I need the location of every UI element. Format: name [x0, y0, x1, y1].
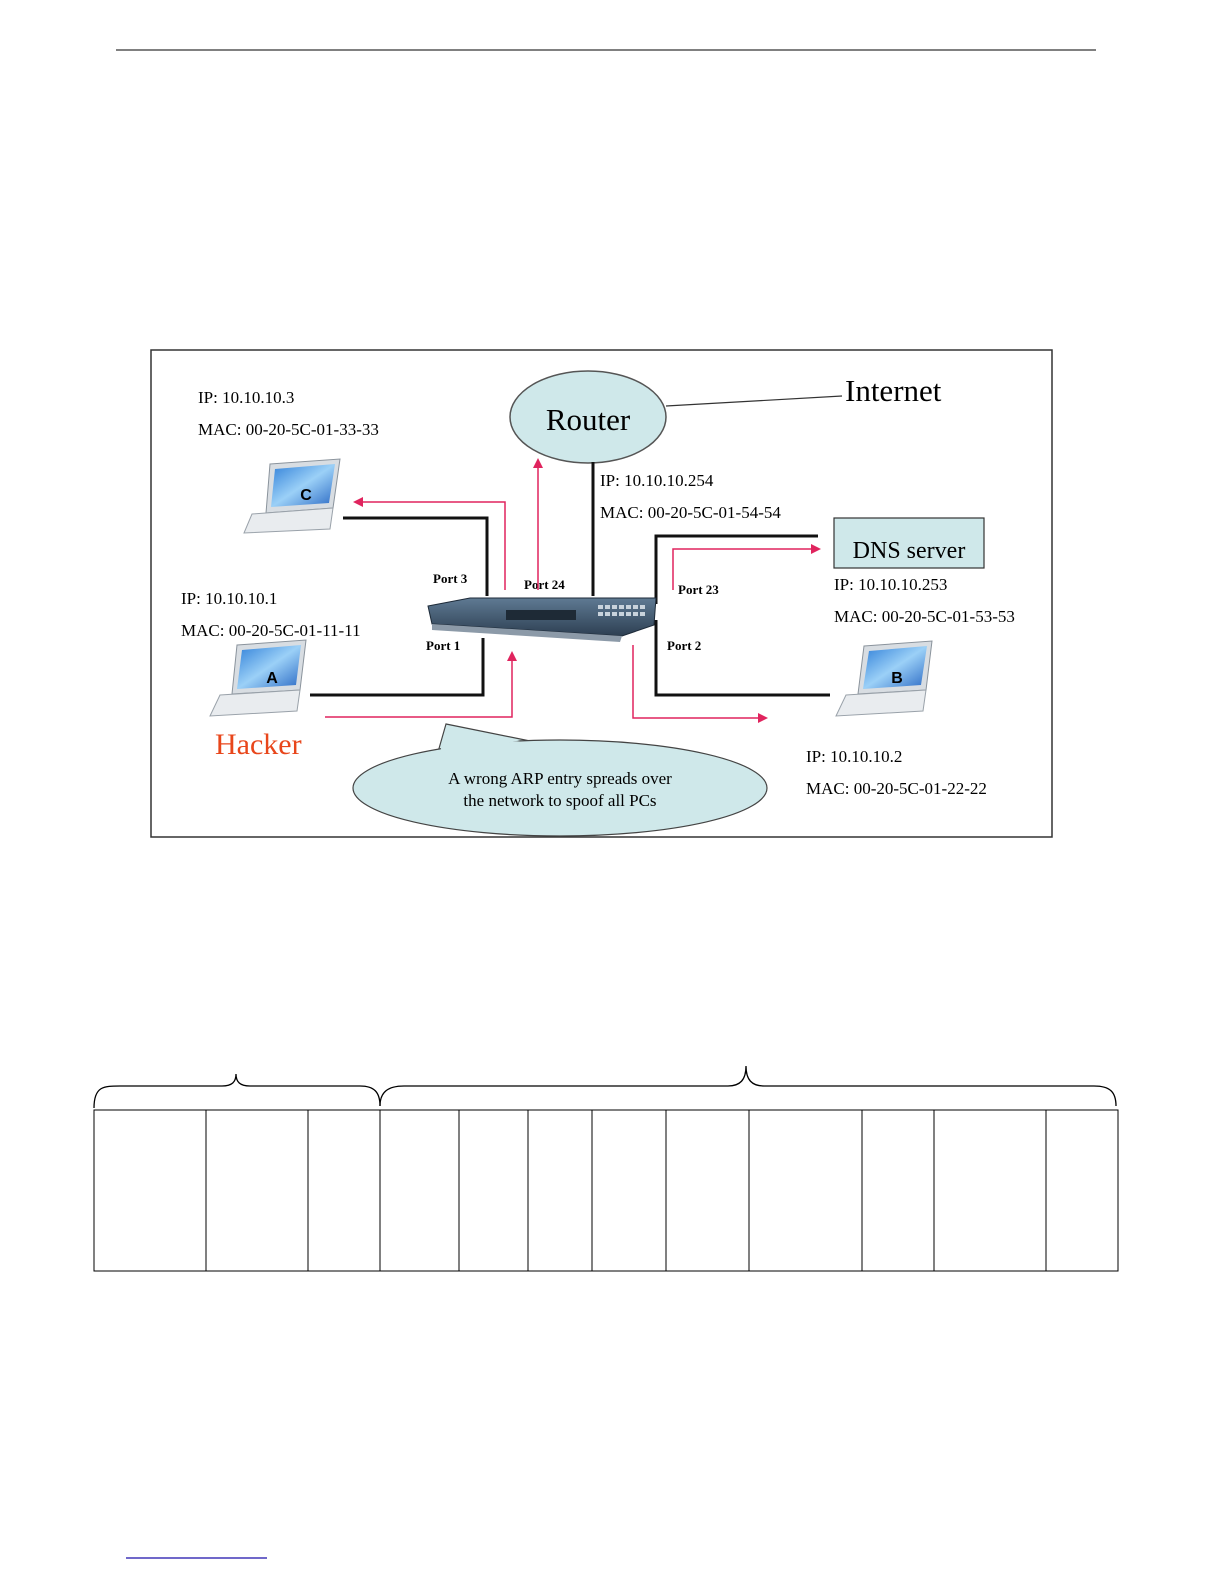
port-2-label: Port 2	[667, 638, 701, 653]
internet-label: Internet	[845, 373, 942, 408]
port-3-label: Port 3	[433, 571, 468, 586]
hacker-label: Hacker	[215, 728, 302, 761]
link-pc-c	[343, 516, 489, 596]
router-ip: IP: 10.10.10.254	[600, 471, 714, 490]
callout-line-1: A wrong ARP entry spreads over	[448, 769, 672, 788]
laptop-a-letter: A	[266, 670, 278, 687]
spoof-arrows	[325, 458, 821, 723]
link-dns	[654, 534, 818, 604]
router-internet-link	[665, 395, 843, 407]
callout-bubble: A wrong ARP entry spreads over the netwo…	[352, 723, 768, 837]
router-label: Router	[546, 402, 631, 437]
laptop-b-letter: B	[891, 670, 903, 687]
frame-format-table	[93, 1109, 1119, 1272]
laptop-a: A	[209, 639, 307, 717]
link-pc-a	[310, 638, 485, 697]
pc-b-mac: MAC: 00-20-5C-01-22-22	[806, 779, 987, 798]
port-1-label: Port 1	[426, 638, 460, 653]
callout-line-2: the network to spoof all PCs	[463, 791, 656, 810]
dns-mac: MAC: 00-20-5C-01-53-53	[834, 607, 1015, 626]
laptop-c-letter: C	[300, 487, 312, 504]
pc-b-ip: IP: 10.10.10.2	[806, 747, 902, 766]
dns-ip: IP: 10.10.10.253	[834, 575, 947, 594]
arrow-to-pc-b	[632, 645, 768, 723]
port-24-label: Port 24	[524, 577, 565, 592]
brace-left	[93, 1073, 381, 1109]
router-mac: MAC: 00-20-5C-01-54-54	[600, 503, 781, 522]
arrow-to-pc-c	[353, 497, 506, 590]
pc-a-mac: MAC: 00-20-5C-01-11-11	[181, 621, 361, 640]
pc-c-ip: IP: 10.10.10.3	[198, 388, 294, 407]
pc-c-mac: MAC: 00-20-5C-01-33-33	[198, 420, 379, 439]
laptop-c: C	[243, 458, 341, 534]
dns-server-node	[833, 517, 985, 569]
link-pc-b	[654, 620, 830, 697]
arrow-to-dns	[672, 544, 821, 590]
router-node	[509, 370, 667, 464]
port-23-label: Port 23	[678, 582, 719, 597]
pc-a-ip: IP: 10.10.10.1	[181, 589, 277, 608]
dns-server-label: DNS server	[853, 538, 966, 564]
arrow-to-switch	[325, 651, 517, 718]
switch-device	[427, 597, 657, 642]
brace-right	[379, 1065, 1117, 1107]
laptop-b: B	[835, 640, 933, 717]
network-links	[310, 462, 830, 697]
